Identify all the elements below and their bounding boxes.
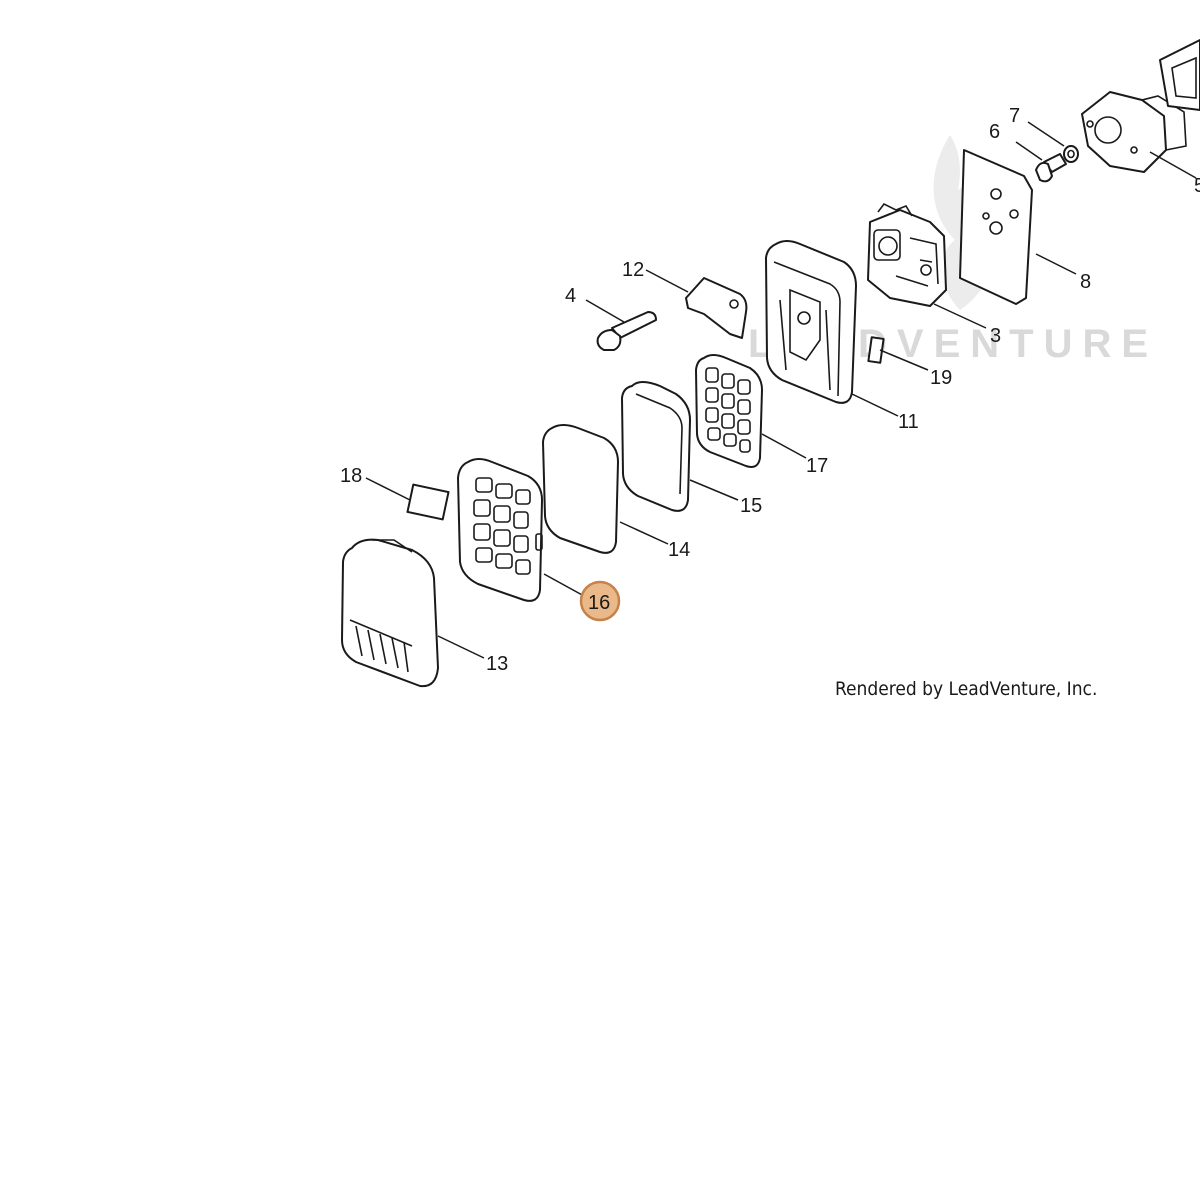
callout-5[interactable]: 5 <box>1194 175 1200 197</box>
callout-3[interactable]: 3 <box>990 325 1001 347</box>
callout-7[interactable]: 7 <box>1009 105 1020 127</box>
callout-19[interactable]: 19 <box>930 367 952 389</box>
part-15-filter-element[interactable] <box>621 381 691 512</box>
callout-18[interactable]: 18 <box>340 465 362 487</box>
part-17-inner-grid[interactable] <box>695 354 763 468</box>
part-16-filter-holder[interactable] <box>457 458 543 602</box>
callout-16[interactable]: 16 <box>588 592 610 614</box>
part-13-cover[interactable] <box>341 538 439 688</box>
callout-11[interactable]: 11 <box>898 411 919 433</box>
callout-15[interactable]: 15 <box>740 495 762 517</box>
callout-16-highlighted[interactable]: 16 <box>579 580 621 622</box>
callout-6[interactable]: 6 <box>989 121 1000 143</box>
highlight-circle <box>579 580 621 622</box>
part-14-foam-filter[interactable] <box>542 424 619 554</box>
part-11-filter-base[interactable] <box>765 240 857 404</box>
part-3-carburetor[interactable] <box>867 202 947 307</box>
callout-14[interactable]: 14 <box>668 539 690 561</box>
part-7-washer[interactable] <box>1063 145 1079 163</box>
part-12-bracket[interactable] <box>685 277 748 339</box>
callout-12[interactable]: 12 <box>622 259 644 281</box>
callout-8[interactable]: 8 <box>1080 271 1091 293</box>
top-right-gasket-fragment <box>1159 39 1200 111</box>
credit-text: Rendered by LeadVenture, Inc. <box>835 678 1097 700</box>
callout-17[interactable]: 17 <box>806 455 828 477</box>
leader-lines <box>365 121 1197 659</box>
part-5-intake[interactable] <box>1081 91 1187 173</box>
callout-labels: 4 12 3 6 7 8 5 19 11 17 15 14 18 13 16 <box>340 105 1200 675</box>
part-4-bolt[interactable] <box>596 311 657 351</box>
callout-13[interactable]: 13 <box>486 653 508 675</box>
part-6-screw[interactable] <box>1035 153 1067 183</box>
callout-4[interactable]: 4 <box>565 285 576 307</box>
part-8-gasket[interactable] <box>959 149 1033 305</box>
part-18-label[interactable] <box>406 483 450 521</box>
